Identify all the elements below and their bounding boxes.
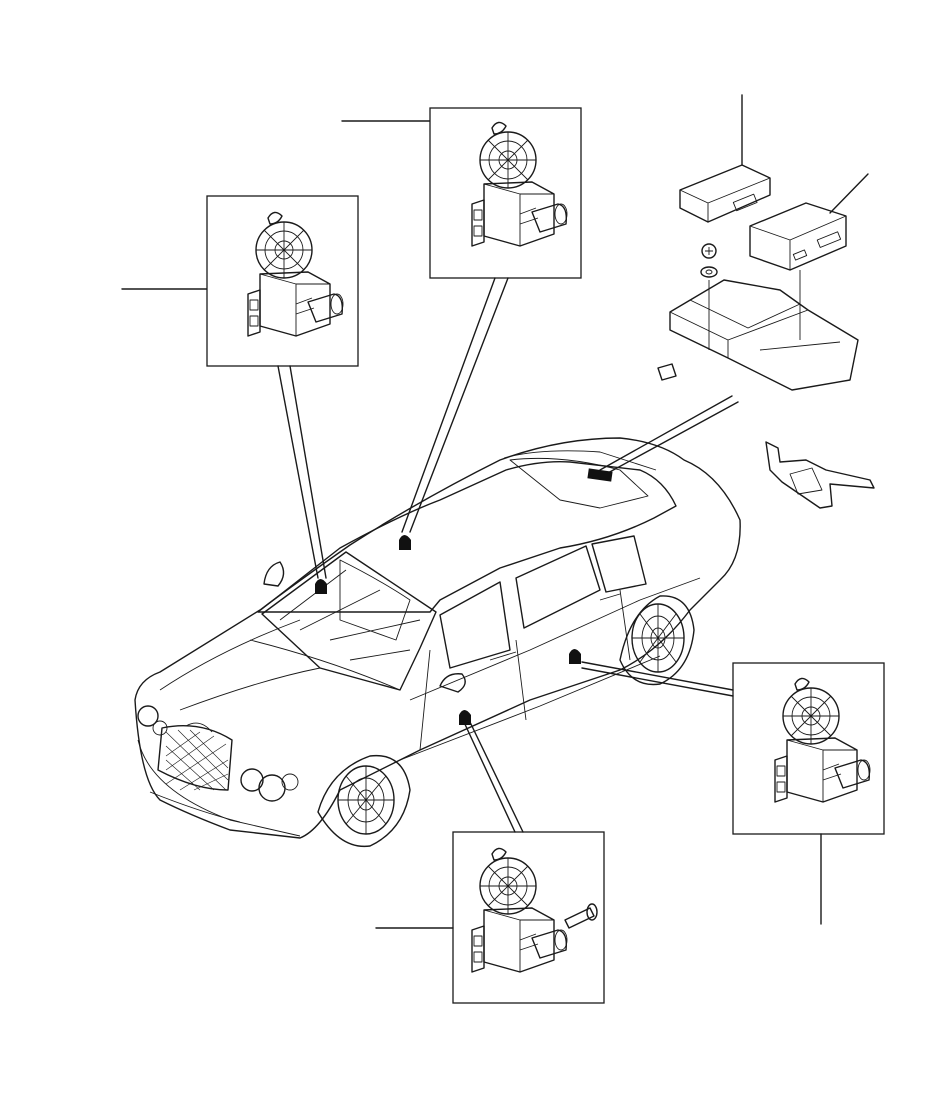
callout-box-rear-right [732, 662, 885, 835]
callout-rear-left [375, 719, 605, 1004]
marker-rear-left [459, 710, 471, 725]
marker-front-left [315, 579, 327, 594]
bolt-icon [564, 903, 598, 929]
callout-box-front-left [206, 195, 359, 367]
control-module-icon [679, 164, 771, 223]
callout-front-left [121, 195, 359, 579]
tray-icon [657, 270, 859, 391]
sedan-car-icon [134, 437, 741, 848]
bracket-icon [765, 441, 875, 509]
callout-box-rear-left [452, 831, 605, 1004]
callout-box-front-right [429, 107, 582, 279]
control-module-icon [749, 202, 847, 271]
front-wheel-icon [317, 754, 411, 848]
callout-front-right [341, 107, 582, 533]
screw-icon [700, 243, 718, 278]
marker-rear-right [569, 649, 581, 664]
callout-rear-right [581, 661, 885, 925]
marker-front-right [399, 535, 411, 550]
rear-wheel-icon [619, 595, 695, 686]
control-module-assembly [657, 94, 869, 391]
